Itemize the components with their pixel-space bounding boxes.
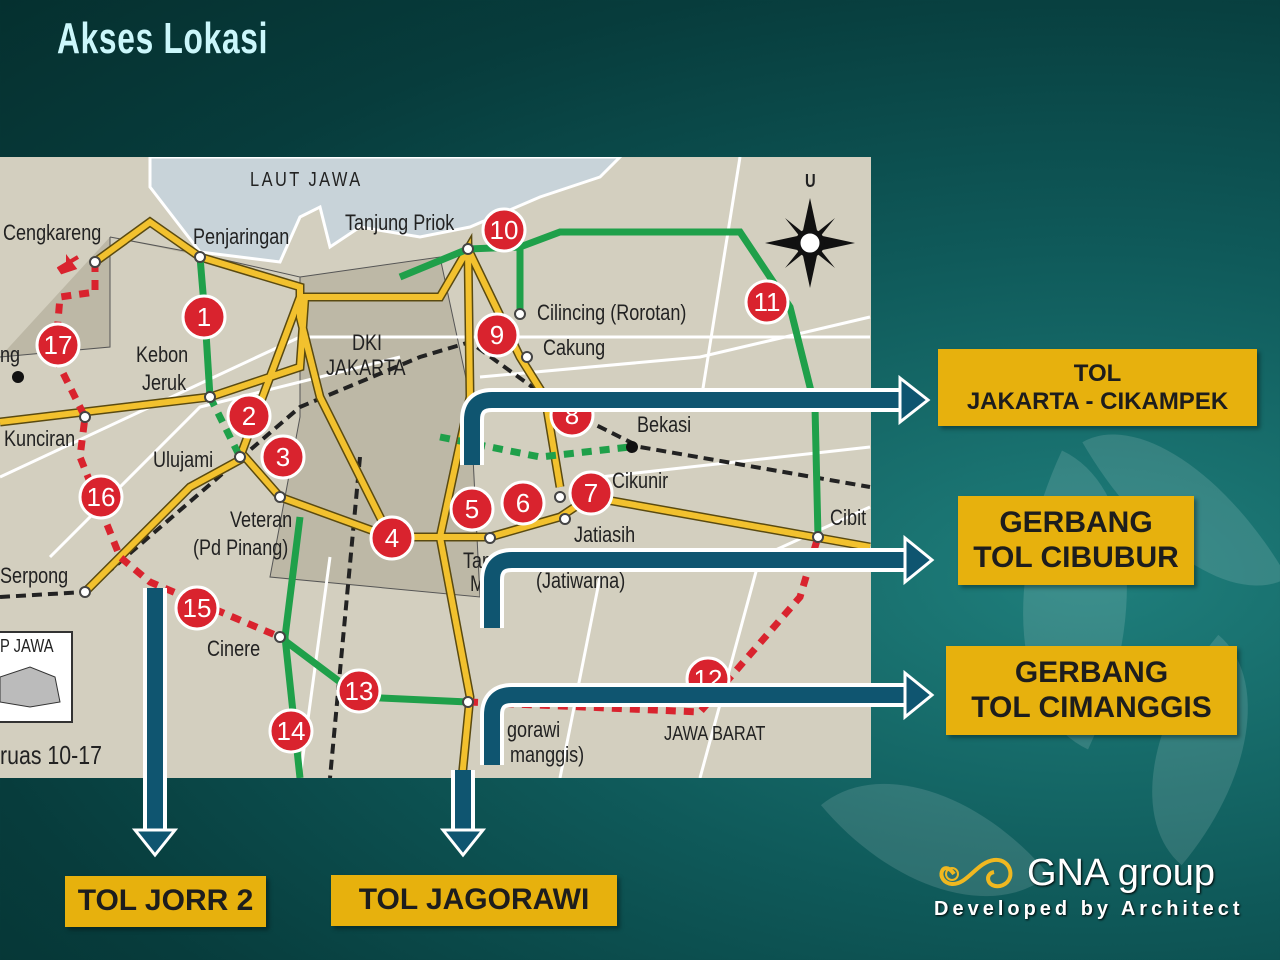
marker-number: 17 bbox=[44, 330, 73, 360]
label-kebon: Kebon bbox=[136, 342, 189, 367]
callout-gerbang-tol-cibubur: GERBANG TOL CIBUBUR bbox=[958, 496, 1194, 585]
label-cimanggis: manggis) bbox=[510, 742, 585, 767]
marker-number: 15 bbox=[183, 593, 212, 623]
road-marker-4: 4 bbox=[369, 515, 415, 561]
label-cakung: Cakung bbox=[543, 335, 606, 360]
marker-number: 7 bbox=[584, 478, 598, 508]
road-marker-17: 17 bbox=[35, 322, 81, 368]
label-serpong: Serpong bbox=[0, 563, 69, 588]
road-marker-3: 3 bbox=[260, 434, 306, 480]
marker-circle bbox=[78, 474, 124, 520]
marker-circle bbox=[744, 279, 790, 325]
marker-circle bbox=[474, 312, 520, 358]
marker-circle bbox=[268, 708, 314, 754]
label-laut-jawa: LAUT JAWA bbox=[250, 169, 363, 191]
callout-line: TOL CIMANGGIS bbox=[971, 690, 1212, 724]
callout-line: GERBANG bbox=[1014, 656, 1169, 689]
arrow-cimanggis bbox=[484, 687, 910, 765]
label-ruas: ruas 10-17 bbox=[0, 740, 102, 770]
road-marker-10: 10 bbox=[481, 207, 527, 253]
label-bekasi: Bekasi bbox=[637, 412, 692, 437]
label-pd-pinang: (Pd Pinang) bbox=[193, 535, 289, 560]
label-jagorawi: gorawi bbox=[507, 717, 561, 742]
road-marker-2: 2 bbox=[226, 393, 272, 439]
marker-number: 16 bbox=[87, 482, 116, 512]
road-marker-7: 7 bbox=[568, 470, 614, 516]
marker-circle bbox=[35, 322, 81, 368]
road-marker-15: 15 bbox=[174, 585, 220, 631]
callout-line: TOL CIBUBUR bbox=[973, 540, 1179, 574]
road-marker-16: 16 bbox=[78, 474, 124, 520]
marker-number: 9 bbox=[490, 320, 504, 350]
callout-line: TOL bbox=[1073, 359, 1122, 387]
label-cilincing: Cilincing (Rorotan) bbox=[537, 300, 687, 325]
callout-line: JAKARTA - CIKAMPEK bbox=[966, 387, 1229, 415]
label-cengkareng: Cengkareng bbox=[3, 220, 102, 245]
label-penjaringan: Penjaringan bbox=[193, 224, 290, 249]
label-cikunir: Cikunir bbox=[612, 468, 669, 493]
sea bbox=[148, 157, 623, 264]
label-tanjung-priok: Tanjung Priok bbox=[345, 210, 455, 235]
arrow-cikampek bbox=[464, 392, 905, 465]
label-dki: DKI bbox=[352, 330, 383, 355]
road-marker-11: 11 bbox=[744, 279, 790, 325]
marker-number: 3 bbox=[276, 442, 290, 472]
road-marker-9: 9 bbox=[474, 312, 520, 358]
label-ulujami: Ulujami bbox=[153, 447, 214, 472]
callout-tol-jagorawi: TOL JAGORAWI bbox=[331, 875, 617, 926]
marker-number: 1 bbox=[197, 302, 211, 332]
road-marker-5: 5 bbox=[449, 486, 495, 532]
label-cinere: Cinere bbox=[207, 636, 261, 661]
marker-number: 6 bbox=[516, 488, 530, 518]
marker-circle bbox=[481, 207, 527, 253]
marker-number: 2 bbox=[242, 401, 256, 431]
label-jatiwarna: (Jatiwarna) bbox=[536, 568, 626, 593]
road-marker-13: 13 bbox=[336, 668, 382, 714]
page-title: Akses Lokasi bbox=[57, 14, 269, 63]
marker-circle bbox=[260, 434, 306, 480]
label-ng: ng bbox=[0, 342, 21, 367]
road-marker-1: 1 bbox=[181, 294, 227, 340]
label-p-jawa: P JAWA bbox=[0, 636, 54, 656]
marker-number: 14 bbox=[277, 716, 306, 746]
marker-circle bbox=[174, 585, 220, 631]
label-kunciran: Kunciran bbox=[4, 426, 76, 451]
label-jeruk: Jeruk bbox=[142, 370, 187, 395]
label-jatiasih: Jatiasih bbox=[574, 522, 636, 547]
marker-circle bbox=[568, 470, 614, 516]
logo-name: GNA group bbox=[1027, 852, 1215, 894]
compass-icon bbox=[765, 198, 855, 288]
marker-circle bbox=[500, 480, 546, 526]
callout-tol-jakarta-cikampek: TOL JAKARTA - CIKAMPEK bbox=[938, 349, 1257, 426]
infinity-swirl-icon bbox=[939, 857, 1013, 889]
callout-line: GERBANG bbox=[999, 506, 1153, 539]
callout-gerbang-tol-cimanggis: GERBANG TOL CIMANGGIS bbox=[946, 646, 1237, 735]
marker-circle bbox=[369, 515, 415, 561]
marker-number: 11 bbox=[754, 287, 781, 317]
marker-circle bbox=[226, 393, 272, 439]
road-marker-14: 14 bbox=[268, 708, 314, 754]
callout-tol-jorr-2: TOL JORR 2 bbox=[65, 876, 266, 927]
label-north: U bbox=[805, 171, 816, 191]
road-marker-6: 6 bbox=[500, 480, 546, 526]
marker-circle bbox=[449, 486, 495, 532]
marker-number: 13 bbox=[345, 676, 374, 706]
marker-circle bbox=[181, 294, 227, 340]
label-veteran: Veteran bbox=[230, 507, 293, 532]
arrow-cibubur bbox=[484, 552, 910, 628]
marker-number: 10 bbox=[490, 215, 519, 245]
label-jawa-barat: JAWA BARAT bbox=[664, 723, 766, 745]
logo-tagline: Developed by Architect bbox=[934, 898, 1244, 920]
label-cibit: Cibit bbox=[830, 505, 867, 530]
marker-number: 4 bbox=[385, 523, 399, 553]
marker-number: 5 bbox=[465, 494, 479, 524]
label-jakarta: JAKARTA bbox=[326, 355, 406, 380]
airport-icon bbox=[56, 254, 80, 275]
marker-circle bbox=[336, 668, 382, 714]
